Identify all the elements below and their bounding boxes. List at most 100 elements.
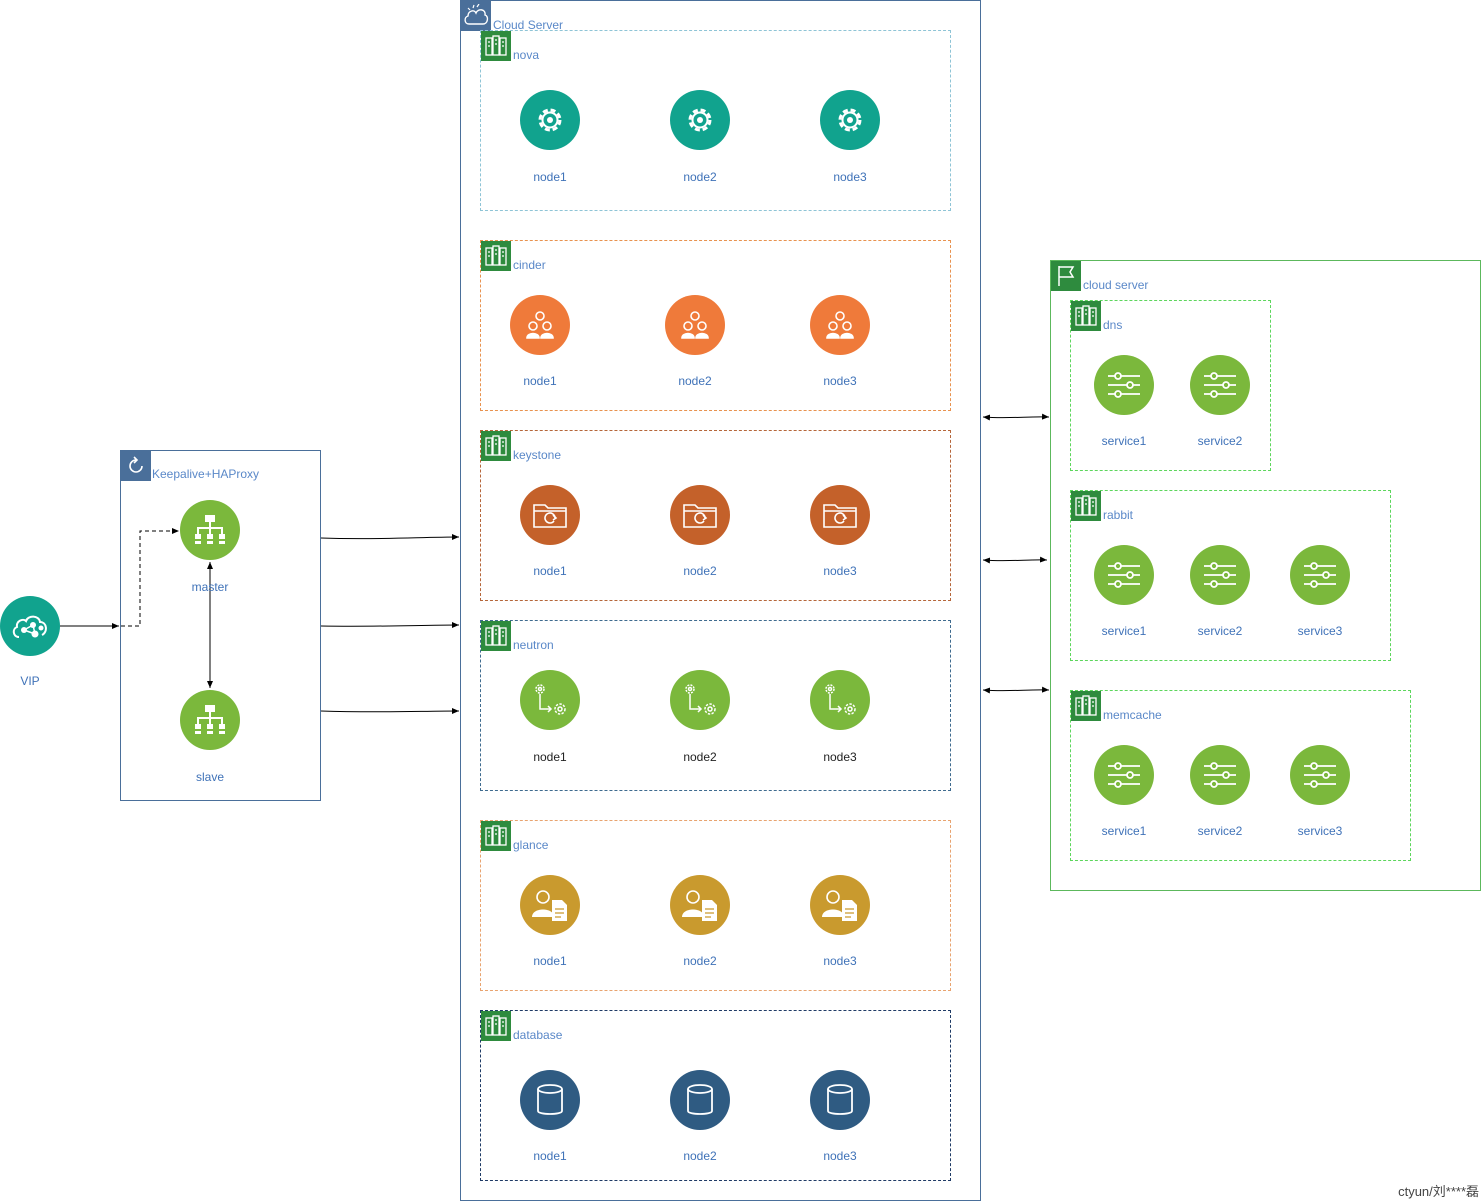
folder-sync-icon — [670, 485, 730, 545]
nova-group: nova — [480, 30, 951, 211]
slave-node[interactable]: slave — [180, 690, 240, 784]
database-icon — [520, 1070, 580, 1130]
dns-service1-label: service1 — [1101, 434, 1147, 448]
neutron-title: neutron — [513, 638, 554, 652]
server-rack-icon — [481, 31, 511, 61]
database-node3-label: node3 — [823, 1149, 857, 1163]
cloud-rabbit-arrow — [982, 556, 1048, 564]
nova-node3[interactable]: node3 — [820, 90, 880, 184]
neutron-node1[interactable]: node1 — [520, 670, 580, 764]
cloud-network-icon — [0, 596, 60, 656]
nova-node2[interactable]: node2 — [670, 90, 730, 184]
glance-node2[interactable]: node2 — [670, 875, 730, 968]
database-node2[interactable]: node2 — [670, 1070, 730, 1163]
server-rack-icon — [1071, 691, 1101, 721]
glance-node3-label: node3 — [823, 954, 857, 968]
memcache-service2[interactable]: service2 — [1190, 745, 1250, 838]
sliders-icon — [1094, 355, 1154, 415]
server-rack-icon — [1071, 301, 1101, 331]
server-rack-icon — [481, 621, 511, 651]
vip-label: VIP — [20, 674, 40, 688]
gear-icon — [520, 90, 580, 150]
refresh-icon — [121, 451, 151, 481]
user-document-icon — [670, 875, 730, 935]
dns-title: dns — [1103, 318, 1123, 332]
glance-group: glance — [480, 820, 951, 991]
nova-node1-label: node1 — [533, 170, 567, 184]
memcache-group: memcache — [1070, 690, 1411, 861]
lb-to-cloud-arrow-3 — [320, 708, 460, 715]
keystone-node1[interactable]: node1 — [520, 485, 580, 578]
cinder-node1[interactable]: node1 — [510, 295, 570, 388]
dns-service1[interactable]: service1 — [1094, 355, 1154, 448]
sliders-icon — [1190, 745, 1250, 805]
gear-workflow-icon — [670, 670, 730, 730]
sliders-icon — [1190, 355, 1250, 415]
vip-node[interactable]: VIP — [0, 596, 60, 688]
memcache-service1[interactable]: service1 — [1094, 745, 1154, 838]
sliders-icon — [1094, 745, 1154, 805]
cloud-server-title: Cloud Server — [493, 18, 564, 32]
memcache-service2-label: service2 — [1197, 824, 1243, 838]
neutron-node2[interactable]: node2 — [670, 670, 730, 764]
users-icon — [810, 295, 870, 355]
master-label: master — [191, 580, 229, 594]
nova-node2-label: node2 — [683, 170, 717, 184]
rabbit-service2-label: service2 — [1197, 624, 1243, 638]
server-rack-icon — [481, 1011, 511, 1041]
keystone-title: keystone — [513, 448, 562, 462]
nova-node3-label: node3 — [833, 170, 867, 184]
lb-group: Keepalive+HAProxy — [120, 450, 321, 801]
dns-service2[interactable]: service2 — [1190, 355, 1250, 448]
cinder-node2[interactable]: node2 — [665, 295, 725, 388]
rabbit-service2[interactable]: service2 — [1190, 545, 1250, 638]
cloud-dns-arrow — [982, 413, 1050, 421]
keystone-node2[interactable]: node2 — [670, 485, 730, 578]
lb-to-cloud-arrow-1 — [320, 534, 460, 541]
sliders-icon — [1290, 745, 1350, 805]
keystone-node3[interactable]: node3 — [810, 485, 870, 578]
database-node3[interactable]: node3 — [810, 1070, 870, 1163]
services-title: cloud server — [1083, 278, 1149, 292]
sliders-icon — [1190, 545, 1250, 605]
cloud-icon — [461, 1, 491, 31]
gear-icon — [820, 90, 880, 150]
glance-node2-label: node2 — [683, 954, 717, 968]
keystone-node3-label: node3 — [823, 564, 857, 578]
nova-title: nova — [513, 48, 540, 62]
lb-to-cloud-arrow-2 — [320, 622, 460, 629]
glance-title: glance — [513, 838, 549, 852]
nova-node1[interactable]: node1 — [520, 90, 580, 184]
database-node1[interactable]: node1 — [520, 1070, 580, 1163]
rabbit-service3[interactable]: service3 — [1290, 545, 1350, 638]
database-group: database — [480, 1010, 951, 1181]
keystone-node1-label: node1 — [533, 564, 567, 578]
users-icon — [665, 295, 725, 355]
memcache-service3[interactable]: service3 — [1290, 745, 1350, 838]
keystone-group: keystone — [480, 430, 951, 601]
neutron-node3[interactable]: node3 — [810, 670, 870, 764]
sliders-icon — [1290, 545, 1350, 605]
cloud-server-frame: Cloud Server — [460, 0, 981, 1201]
dns-group: dns — [1070, 300, 1271, 471]
database-title: database — [513, 1028, 563, 1042]
cinder-node2-label: node2 — [678, 374, 712, 388]
glance-node3[interactable]: node3 — [810, 875, 870, 968]
neutron-node3-label: node3 — [823, 750, 857, 764]
cinder-node1-label: node1 — [523, 374, 557, 388]
server-rack-icon — [481, 431, 511, 461]
memcache-service3-label: service3 — [1297, 824, 1343, 838]
rabbit-service1[interactable]: service1 — [1094, 545, 1154, 638]
glance-node1[interactable]: node1 — [520, 875, 580, 968]
rabbit-service1-label: service1 — [1101, 624, 1147, 638]
folder-sync-icon — [520, 485, 580, 545]
sliders-icon — [1094, 545, 1154, 605]
cinder-node3[interactable]: node3 — [810, 295, 870, 388]
keystone-node2-label: node2 — [683, 564, 717, 578]
neutron-node2-label: node2 — [683, 750, 717, 764]
user-document-icon — [810, 875, 870, 935]
hierarchy-icon — [180, 500, 240, 560]
folder-sync-icon — [810, 485, 870, 545]
master-node[interactable]: master — [180, 500, 240, 594]
database-icon — [810, 1070, 870, 1130]
